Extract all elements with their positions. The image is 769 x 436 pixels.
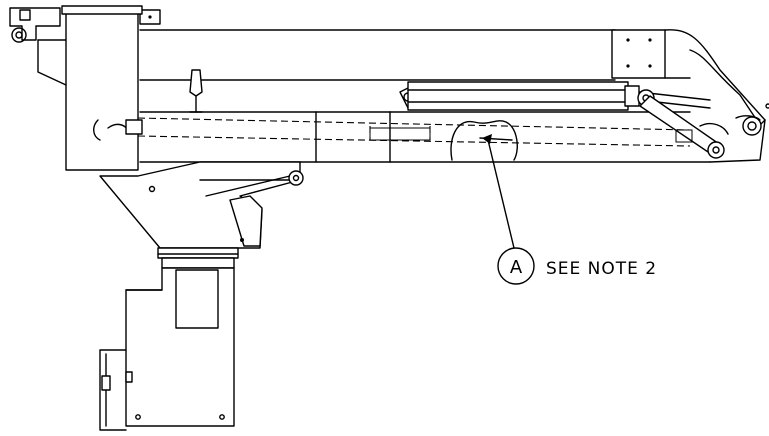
- callout-letter: A: [510, 257, 523, 278]
- upright-column: [37, 5, 143, 171]
- callout-balloon: A: [497, 247, 535, 285]
- breakout-section: [450, 120, 518, 161]
- turret-bracket: [99, 161, 304, 249]
- inner-boom-hidden-lines: [137, 117, 693, 147]
- base-housing: [99, 267, 235, 431]
- link-arm: [639, 95, 769, 163]
- callout-circle: [497, 247, 535, 285]
- callout-note-text: SEE NOTE 2: [546, 259, 657, 279]
- upper-frame: [139, 29, 766, 126]
- callout-leader: [487, 139, 515, 249]
- top-mounting-bracket: [9, 7, 161, 43]
- main-boom: [139, 111, 711, 163]
- pedestal: [157, 247, 239, 269]
- top-post: [189, 69, 203, 113]
